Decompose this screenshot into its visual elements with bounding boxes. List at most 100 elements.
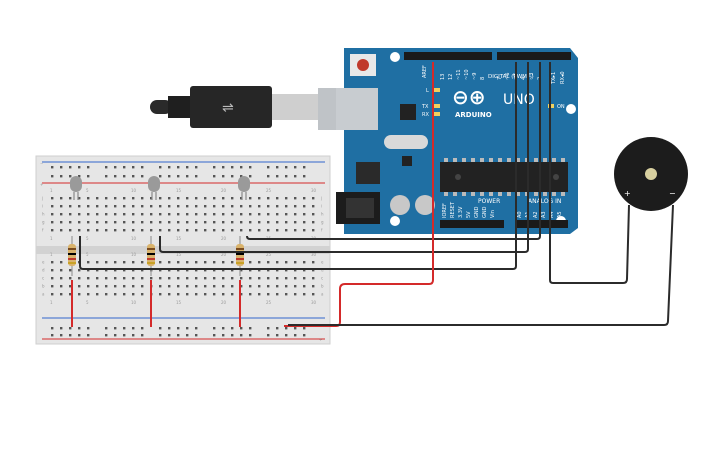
- breadboard-hole[interactable]: [204, 285, 207, 288]
- rail-hole[interactable]: [132, 334, 135, 337]
- rail-hole[interactable]: [159, 166, 162, 169]
- rail-hole[interactable]: [105, 175, 108, 178]
- breadboard-hole[interactable]: [267, 277, 270, 280]
- rail-hole[interactable]: [60, 166, 63, 169]
- breadboard-hole[interactable]: [177, 213, 180, 216]
- breadboard-hole[interactable]: [222, 229, 225, 232]
- breadboard-hole[interactable]: [231, 261, 234, 264]
- breadboard-hole[interactable]: [60, 205, 63, 208]
- breadboard-hole[interactable]: [168, 285, 171, 288]
- breadboard-hole[interactable]: [204, 221, 207, 224]
- breadboard-hole[interactable]: [114, 293, 117, 296]
- breadboard-hole[interactable]: [186, 229, 189, 232]
- rail-hole[interactable]: [141, 175, 144, 178]
- breadboard-hole[interactable]: [285, 221, 288, 224]
- breadboard-hole[interactable]: [231, 205, 234, 208]
- breadboard-hole[interactable]: [60, 197, 63, 200]
- rail-hole[interactable]: [123, 334, 126, 337]
- rail-hole[interactable]: [177, 166, 180, 169]
- breadboard-hole[interactable]: [213, 205, 216, 208]
- breadboard-hole[interactable]: [123, 221, 126, 224]
- breadboard-hole[interactable]: [141, 285, 144, 288]
- breadboard-hole[interactable]: [87, 285, 90, 288]
- rail-hole[interactable]: [231, 334, 234, 337]
- rail-hole[interactable]: [60, 175, 63, 178]
- breadboard-hole[interactable]: [204, 197, 207, 200]
- breadboard-hole[interactable]: [222, 205, 225, 208]
- rail-hole[interactable]: [177, 175, 180, 178]
- breadboard-hole[interactable]: [195, 213, 198, 216]
- breadboard-hole[interactable]: [177, 277, 180, 280]
- breadboard-hole[interactable]: [78, 229, 81, 232]
- breadboard-hole[interactable]: [69, 205, 72, 208]
- breadboard-hole[interactable]: [285, 229, 288, 232]
- breadboard-hole[interactable]: [168, 269, 171, 272]
- rail-hole[interactable]: [159, 175, 162, 178]
- breadboard-hole[interactable]: [96, 293, 99, 296]
- breadboard-hole[interactable]: [240, 229, 243, 232]
- breadboard-hole[interactable]: [285, 269, 288, 272]
- breadboard-hole[interactable]: [186, 205, 189, 208]
- breadboard-hole[interactable]: [105, 205, 108, 208]
- breadboard-hole[interactable]: [222, 277, 225, 280]
- rail-hole[interactable]: [303, 175, 306, 178]
- breadboard-hole[interactable]: [51, 205, 54, 208]
- breadboard-hole[interactable]: [78, 197, 81, 200]
- breadboard-hole[interactable]: [267, 269, 270, 272]
- breadboard-hole[interactable]: [249, 293, 252, 296]
- breadboard-hole[interactable]: [303, 293, 306, 296]
- rail-hole[interactable]: [213, 166, 216, 169]
- breadboard-hole[interactable]: [96, 269, 99, 272]
- breadboard-hole[interactable]: [240, 269, 243, 272]
- breadboard-hole[interactable]: [96, 205, 99, 208]
- breadboard-hole[interactable]: [132, 269, 135, 272]
- breadboard-hole[interactable]: [249, 213, 252, 216]
- rail-hole[interactable]: [240, 166, 243, 169]
- breadboard-hole[interactable]: [294, 221, 297, 224]
- rail-hole[interactable]: [303, 327, 306, 330]
- breadboard-hole[interactable]: [150, 277, 153, 280]
- breadboard-hole[interactable]: [177, 269, 180, 272]
- breadboard-hole[interactable]: [204, 205, 207, 208]
- breadboard-hole[interactable]: [159, 229, 162, 232]
- breadboard-hole[interactable]: [87, 213, 90, 216]
- breadboard-hole[interactable]: [78, 269, 81, 272]
- breadboard-hole[interactable]: [60, 285, 63, 288]
- led-3[interactable]: [238, 176, 250, 200]
- breadboard-hole[interactable]: [303, 261, 306, 264]
- rail-hole[interactable]: [267, 175, 270, 178]
- breadboard-hole[interactable]: [240, 221, 243, 224]
- rail-hole[interactable]: [60, 327, 63, 330]
- led-2[interactable]: [148, 176, 160, 200]
- breadboard-hole[interactable]: [69, 277, 72, 280]
- rail-hole[interactable]: [267, 166, 270, 169]
- breadboard-hole[interactable]: [195, 197, 198, 200]
- breadboard-hole[interactable]: [204, 261, 207, 264]
- breadboard-hole[interactable]: [123, 293, 126, 296]
- breadboard-hole[interactable]: [105, 269, 108, 272]
- breadboard-hole[interactable]: [105, 277, 108, 280]
- breadboard-hole[interactable]: [294, 285, 297, 288]
- rail-hole[interactable]: [276, 175, 279, 178]
- breadboard-hole[interactable]: [87, 229, 90, 232]
- breadboard-hole[interactable]: [168, 221, 171, 224]
- breadboard-hole[interactable]: [51, 277, 54, 280]
- breadboard-hole[interactable]: [78, 205, 81, 208]
- breadboard-hole[interactable]: [186, 269, 189, 272]
- breadboard-hole[interactable]: [159, 269, 162, 272]
- rail-hole[interactable]: [195, 334, 198, 337]
- rail-hole[interactable]: [132, 166, 135, 169]
- breadboard-hole[interactable]: [141, 261, 144, 264]
- rail-hole[interactable]: [87, 166, 90, 169]
- breadboard-hole[interactable]: [159, 261, 162, 264]
- breadboard-hole[interactable]: [276, 197, 279, 200]
- breadboard-hole[interactable]: [294, 277, 297, 280]
- rail-hole[interactable]: [240, 175, 243, 178]
- breadboard-hole[interactable]: [303, 205, 306, 208]
- breadboard-hole[interactable]: [240, 293, 243, 296]
- breadboard-hole[interactable]: [105, 221, 108, 224]
- rail-hole[interactable]: [285, 334, 288, 337]
- breadboard-hole[interactable]: [231, 213, 234, 216]
- breadboard-hole[interactable]: [195, 285, 198, 288]
- breadboard-hole[interactable]: [132, 277, 135, 280]
